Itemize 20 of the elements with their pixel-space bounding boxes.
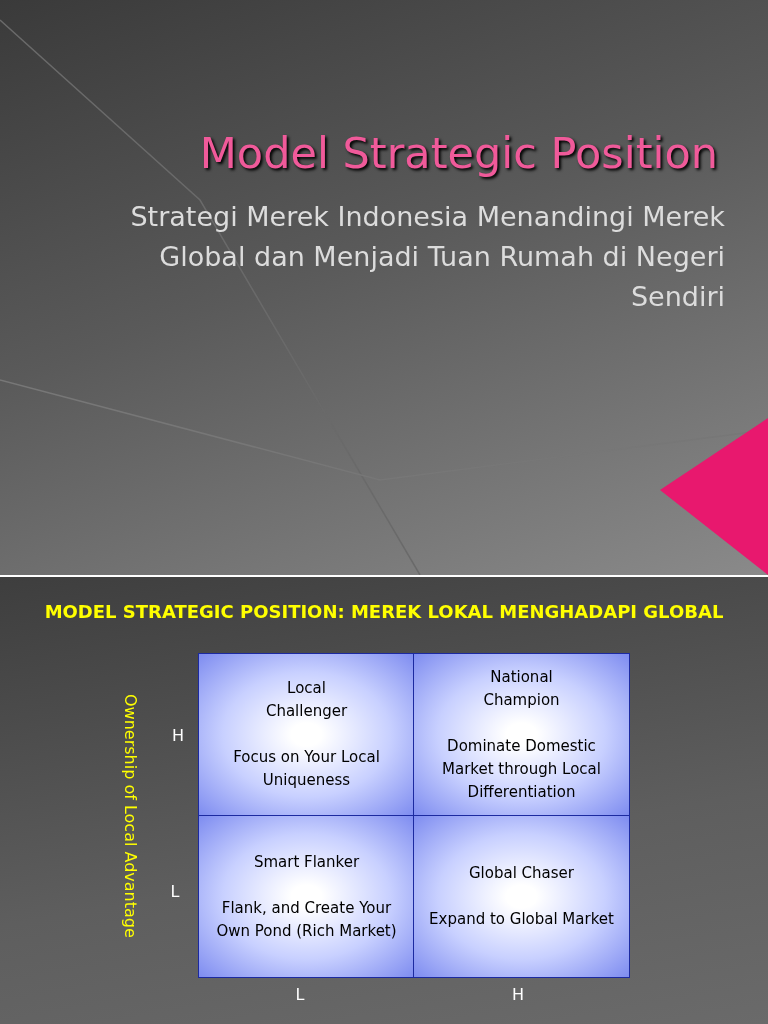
quadrant-cell <box>413 815 630 978</box>
quadrant-cell <box>198 815 415 978</box>
quadrant-cell <box>198 653 415 816</box>
quadrant-title: Smart Flanker <box>253 851 360 873</box>
axis-tick: H <box>511 985 525 1004</box>
quadrant-description: Flank, and Create Your Own Pond (Rich Market) <box>215 897 398 942</box>
quadrant-title: Global Chaser <box>469 863 574 884</box>
quadrant-description: Focus on Your Local Uniqueness <box>232 747 381 791</box>
slide-subtitle: Strategi Merek Indonesia Menandingi Merek Global dan Menjadi Tuan Rumah di Negeri Sendiri <box>129 200 725 314</box>
axis-tick: L <box>294 985 306 1004</box>
quadrant-description: Dominate Domestic Market through Local Differentiation <box>441 735 602 803</box>
axis-tick: H <box>171 726 185 745</box>
axis-label: Ownership of Local Advantage <box>121 693 140 940</box>
axis-tick: L <box>169 882 181 901</box>
quadrant-cell <box>413 653 630 816</box>
quadrant-title: National Champion <box>482 666 561 711</box>
slide-title: Model Strategic Position <box>198 128 718 178</box>
quadrant-description: Expand to Global Market <box>429 909 614 930</box>
quadrant-title: Local Challenger <box>264 678 349 722</box>
slide-heading: MODEL STRATEGIC POSITION: MEREK LOKAL MENGHADAPI GLOBAL <box>43 601 725 622</box>
